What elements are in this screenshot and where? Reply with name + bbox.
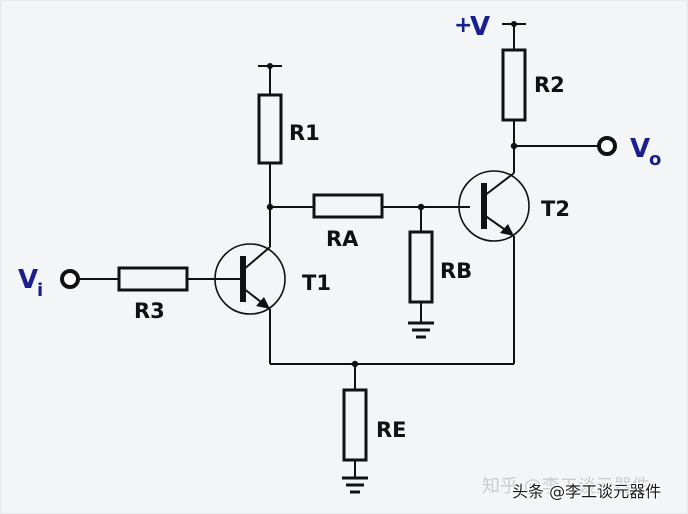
resistor-rb xyxy=(408,230,434,304)
ground-rb xyxy=(408,321,434,339)
r1-supply-tap xyxy=(258,65,282,95)
ground-re xyxy=(342,476,368,494)
junction-t2-base xyxy=(417,203,425,211)
label-t2: T2 xyxy=(541,197,570,221)
supply-tap-plus-v xyxy=(502,23,526,50)
resistor-r3 xyxy=(117,266,189,292)
label-r1: R1 xyxy=(289,121,320,145)
resistor-r2 xyxy=(501,48,527,122)
label-output-sub: o xyxy=(649,149,661,170)
junction-emitters xyxy=(351,360,359,368)
output-terminal xyxy=(597,136,617,156)
junction-r1-top xyxy=(267,63,273,69)
input-terminal xyxy=(60,269,80,289)
label-r2: R2 xyxy=(534,73,565,97)
label-ra: RA xyxy=(326,227,359,251)
label-input-sub: i xyxy=(37,280,43,301)
junction-vplus xyxy=(511,21,517,27)
watermark: 头条 @李工谈元器件 xyxy=(512,482,662,501)
junction-dots xyxy=(266,21,518,368)
watermark-faint: 知乎 @李工谈元器件 xyxy=(482,476,650,497)
label-r3: R3 xyxy=(134,299,165,323)
label-rb: RB xyxy=(440,259,472,283)
junction-t1-collector xyxy=(266,203,274,211)
label-re: RE xyxy=(376,418,407,442)
transistor-t2 xyxy=(458,170,530,242)
label-output-v: V xyxy=(630,134,650,164)
resistor-r1 xyxy=(257,93,283,165)
label-supply-plus: + xyxy=(454,13,472,38)
junction-t2-collector xyxy=(510,142,518,150)
resistor-ra xyxy=(312,193,384,219)
label-input-v: V xyxy=(18,265,38,295)
resistor-re xyxy=(342,388,368,462)
label-t1: T1 xyxy=(302,271,331,295)
label-supply-v: V xyxy=(470,12,490,42)
